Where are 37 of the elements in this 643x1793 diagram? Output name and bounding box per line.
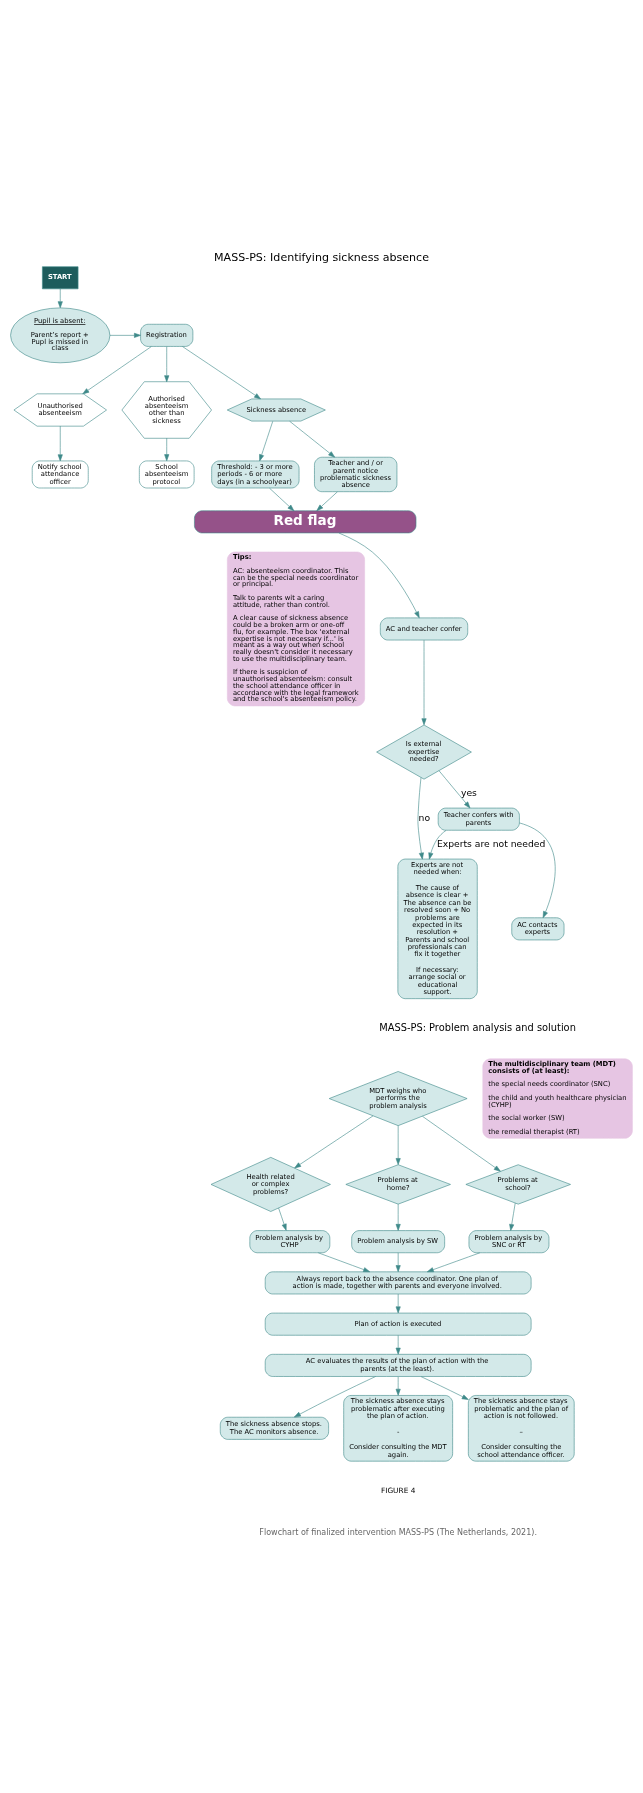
arrow [294, 1376, 376, 1418]
arrow [338, 532, 420, 619]
arrow [438, 770, 471, 809]
arrow [395, 1203, 401, 1231]
edge-label: yes [460, 786, 477, 798]
arrow [395, 1376, 401, 1396]
arrow [428, 830, 447, 860]
arrow [259, 421, 274, 462]
arrow [289, 420, 336, 458]
arrow [395, 1335, 401, 1355]
edge-label: no [418, 812, 431, 824]
arrow [395, 1252, 401, 1273]
arrow [509, 1202, 516, 1231]
diagram-title: MASS-PS: Identifying sickness absence [214, 250, 429, 264]
arrow [82, 346, 152, 395]
arrow [164, 437, 170, 462]
arrow [182, 346, 261, 400]
arrow [395, 1293, 401, 1314]
arrow [420, 1376, 469, 1400]
arrow [294, 1115, 374, 1169]
arrow [318, 1252, 370, 1273]
edge-label: Experts are not needed [436, 837, 546, 849]
arrow [426, 1252, 481, 1273]
arrow [57, 288, 63, 309]
arrow [395, 1125, 401, 1165]
arrow [316, 491, 338, 511]
arrow [269, 487, 295, 512]
label: MASS-PS: Problem analysis and solution [379, 1022, 576, 1034]
arrow [421, 639, 427, 726]
arrow [57, 425, 63, 462]
arrow [519, 822, 556, 918]
arrow [422, 1116, 501, 1172]
arrow [278, 1207, 287, 1231]
arrow [109, 332, 141, 338]
arrow [164, 346, 170, 383]
arrow [417, 777, 424, 860]
node-box: Red flag [194, 510, 417, 534]
